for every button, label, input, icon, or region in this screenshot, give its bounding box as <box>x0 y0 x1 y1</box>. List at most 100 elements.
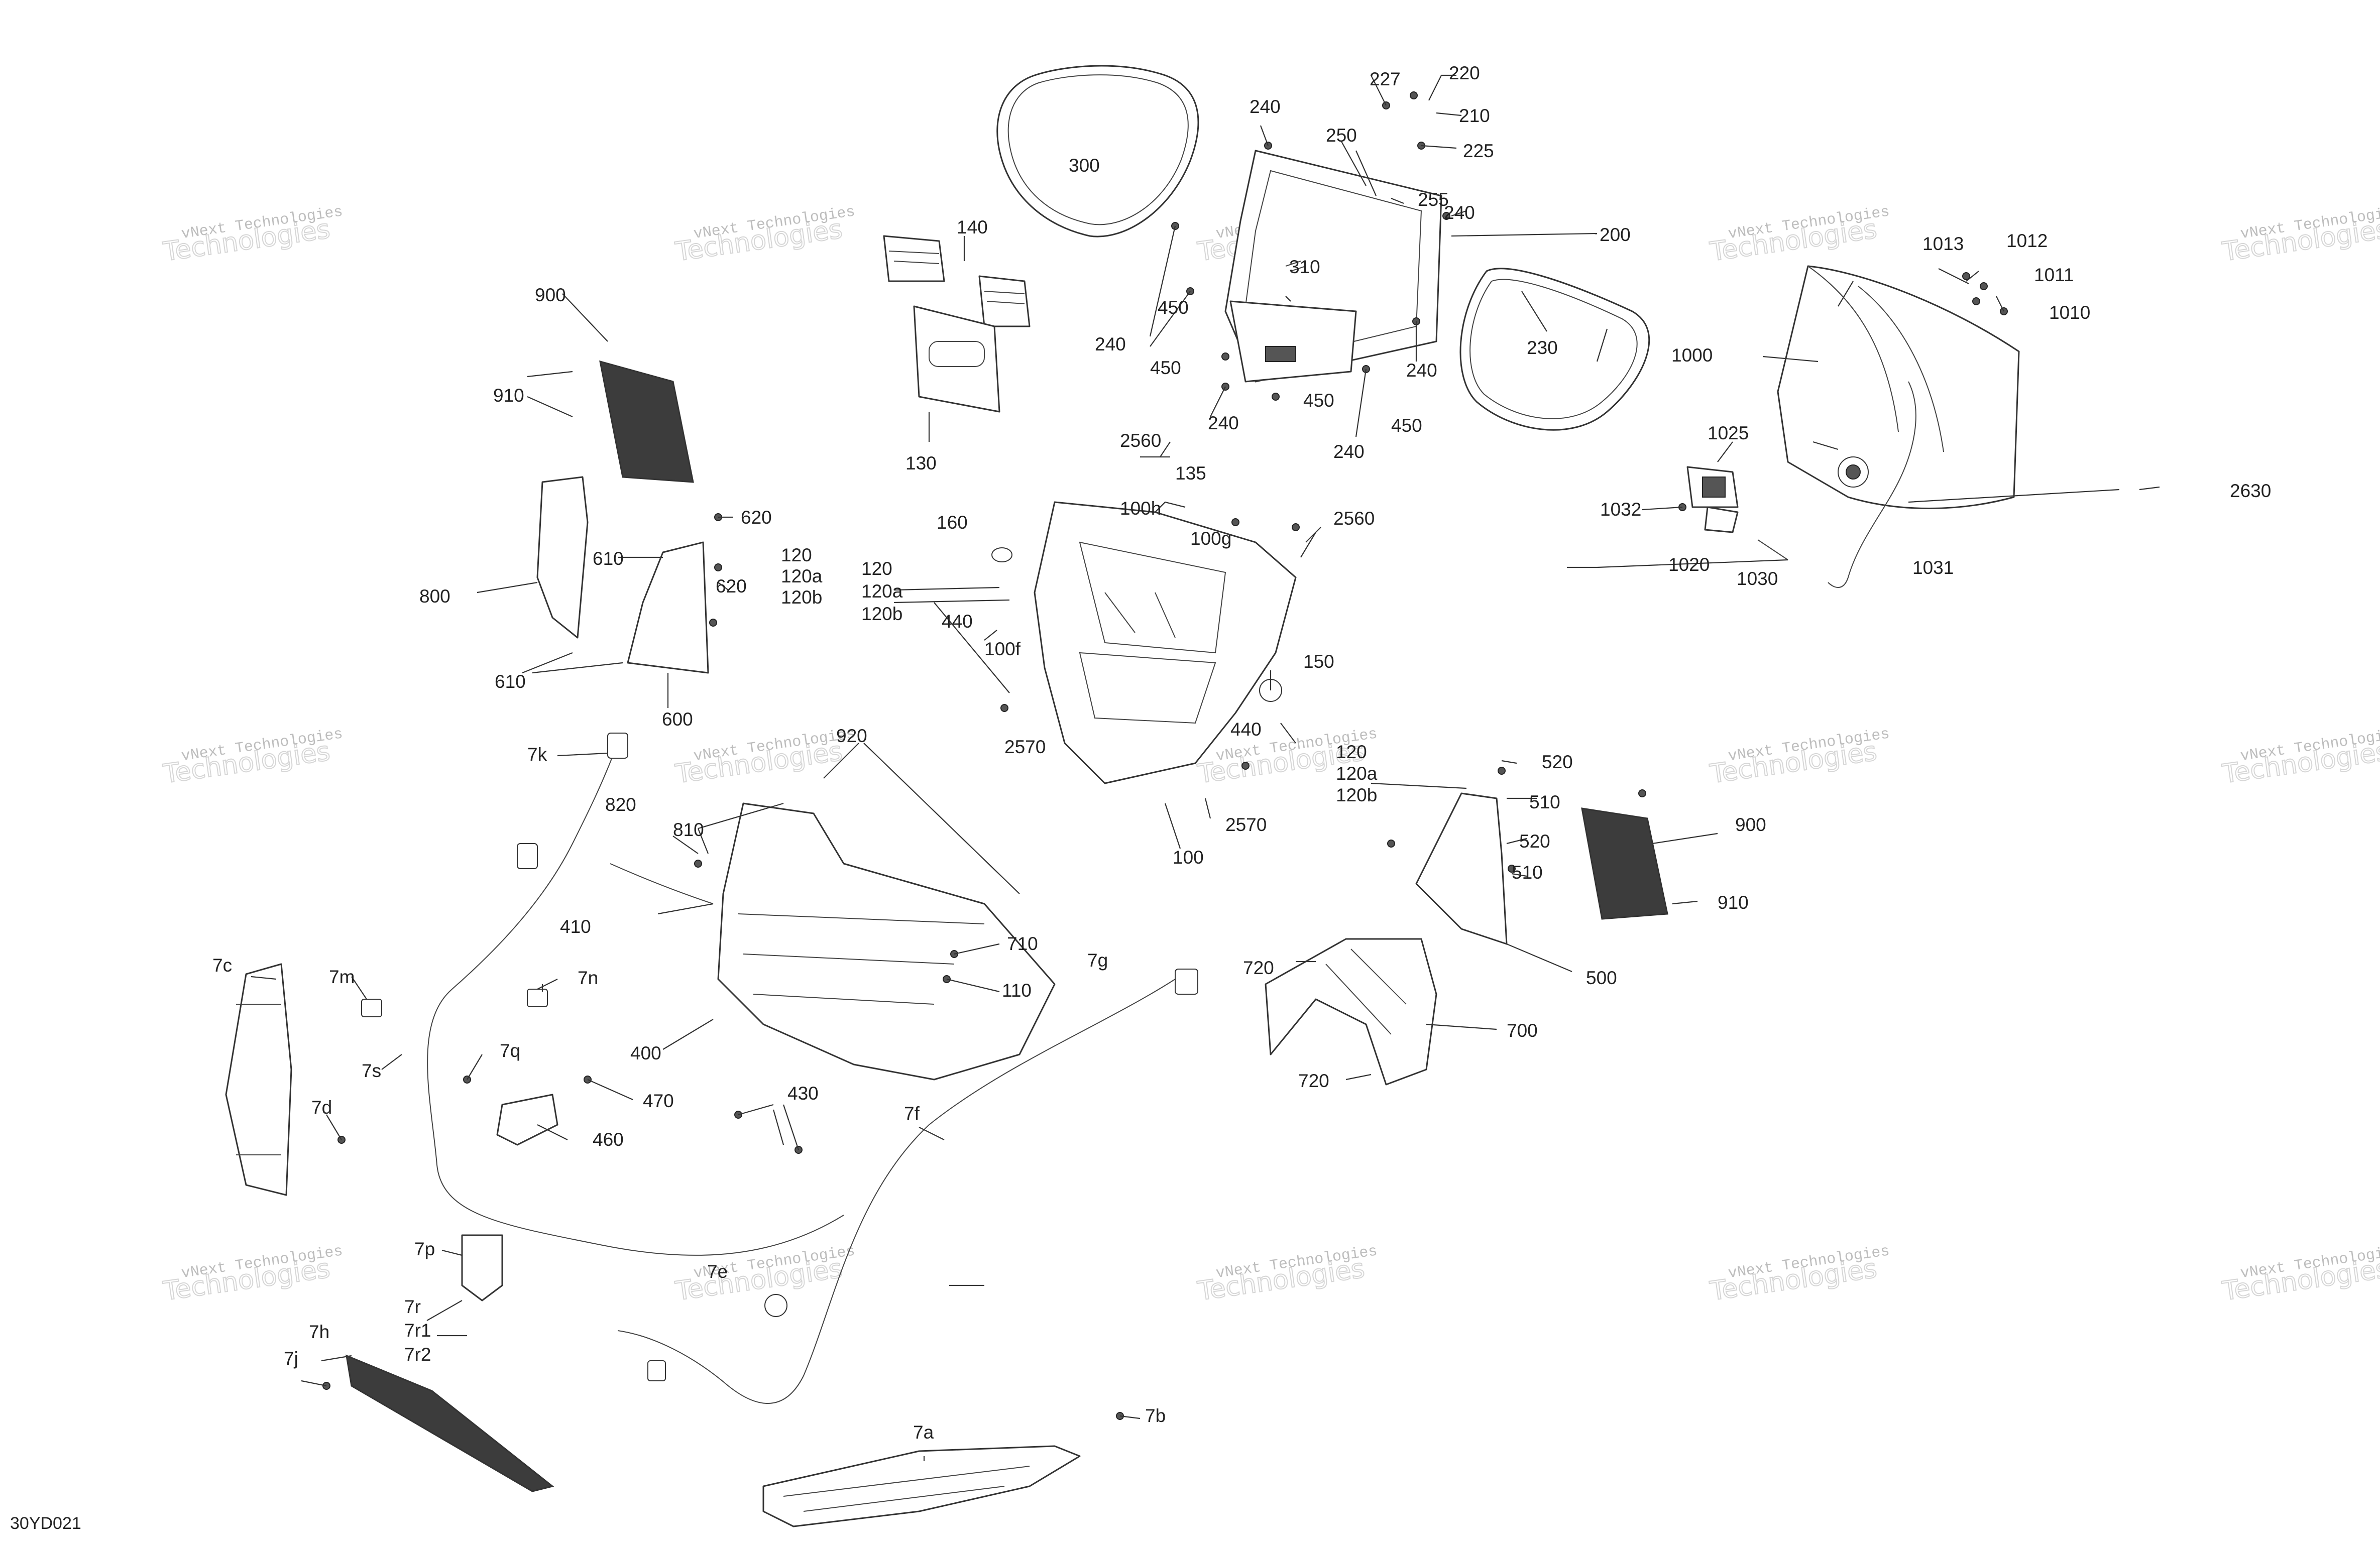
label-7a: 7a <box>913 1422 934 1443</box>
label-100: 100 <box>1173 847 1204 868</box>
label-820: 820 <box>605 794 636 815</box>
label-500: 500 <box>1586 968 1617 988</box>
label-240: 240 <box>1095 334 1126 354</box>
label-120a: 120a <box>781 566 823 586</box>
label-450: 450 <box>1150 358 1181 378</box>
watermark: Technologies vNext Technologies <box>673 203 856 268</box>
label-255: 255 <box>1418 189 1449 210</box>
label-7r: 7r <box>404 1296 421 1317</box>
label-720: 720 <box>1243 958 1274 978</box>
label-1000: 1000 <box>1671 345 1713 366</box>
bracket-130-illustration <box>913 305 1000 413</box>
label-110: 110 <box>1002 980 1032 1001</box>
label-400: 400 <box>630 1043 661 1063</box>
label-1010: 1010 <box>2049 302 2090 323</box>
label-2570: 2570 <box>1004 737 1046 757</box>
label-450: 450 <box>1391 415 1422 436</box>
trim-410-illustration <box>610 863 714 904</box>
watermark: Technologies vNext Technologies <box>2220 726 2380 790</box>
label-160: 160 <box>937 512 968 533</box>
label-120b: 120b <box>861 604 902 624</box>
label-7r2: 7r2 <box>404 1344 431 1365</box>
lights-140-illustration <box>883 235 1031 327</box>
seal-300-illustration <box>996 65 1199 238</box>
label-240: 240 <box>1250 96 1281 117</box>
label-7p: 7p <box>414 1239 435 1259</box>
lamp-7c-illustration <box>225 963 292 1196</box>
label-7h: 7h <box>309 1322 329 1342</box>
label-800: 800 <box>419 586 450 607</box>
hood-1000-illustration <box>1777 265 2020 509</box>
document-id: 30YD021 <box>10 1514 81 1533</box>
bracket-460-illustration <box>496 1094 558 1146</box>
label-450: 450 <box>1158 297 1189 318</box>
grommet-7e-illustration <box>764 1294 787 1317</box>
label-100h: 100h <box>1120 498 1161 519</box>
label-120: 120 <box>781 545 812 565</box>
label-600: 600 <box>662 709 693 730</box>
bracket-500-illustration <box>1415 792 1508 945</box>
mesh-900-left-illustration <box>599 360 694 483</box>
label-240: 240 <box>1406 360 1437 381</box>
harness-7k-illustration <box>427 733 844 1256</box>
label-710: 710 <box>1007 933 1038 954</box>
label-510: 510 <box>1529 792 1560 812</box>
label-250: 250 <box>1326 125 1357 146</box>
watermark: Technologies vNext Technologies <box>1195 1243 1379 1307</box>
label-7s: 7s <box>362 1060 381 1081</box>
label-210: 210 <box>1459 105 1490 126</box>
label-1030: 1030 <box>1737 568 1778 589</box>
label-7q: 7q <box>500 1040 520 1061</box>
watermark: Technologies vNext Technologies <box>673 1243 856 1307</box>
watermark: Technologies vNext Technologies <box>2220 1243 2380 1307</box>
label-620: 620 <box>716 576 747 597</box>
label-610: 610 <box>593 548 624 569</box>
watermark: Technologies vNext Technologies <box>2220 203 2380 268</box>
clip-7n-illustration <box>527 989 548 1007</box>
label-150: 150 <box>1303 651 1334 672</box>
part-labels: 220 227 210 225 240 250 255 240 200 300 … <box>212 63 2271 1443</box>
label-1025: 1025 <box>1708 423 1749 443</box>
label-7c: 7c <box>212 955 232 976</box>
label-7n: 7n <box>578 968 598 988</box>
watermark: Technologies vNext Technologies <box>1708 203 1891 268</box>
fascia-400-illustration <box>717 802 1056 1081</box>
label-1011: 1011 <box>2034 265 2074 285</box>
label-230: 230 <box>1527 337 1558 358</box>
watermark: Technologies vNext Technologies <box>1708 726 1891 790</box>
label-7g: 7g <box>1087 950 1108 971</box>
cap-160-illustration <box>991 547 1012 562</box>
label-720: 720 <box>1298 1071 1329 1091</box>
label-7m: 7m <box>329 967 355 987</box>
label-520: 520 <box>1519 831 1550 852</box>
label-2560: 2560 <box>1333 508 1375 529</box>
label-310: 310 <box>1289 257 1320 277</box>
label-1031: 1031 <box>1912 557 1954 578</box>
mesh-900-right-illustration <box>1581 807 1668 920</box>
body-100-illustration <box>1034 501 1297 784</box>
label-620: 620 <box>741 507 772 528</box>
label-1020: 1020 <box>1668 554 1710 575</box>
label-240: 240 <box>1444 202 1475 223</box>
label-100f: 100f <box>984 639 1021 659</box>
label-1032: 1032 <box>1600 499 1641 520</box>
label-7b: 7b <box>1145 1405 1166 1426</box>
rod-1030-illustration <box>1757 539 1788 560</box>
label-120: 120 <box>1336 742 1367 762</box>
label-120b: 120b <box>781 587 822 608</box>
watermark: Technologies vNext Technologies <box>1708 1243 1891 1307</box>
harness-7f-illustration <box>617 969 1198 1404</box>
latch-1025-illustration <box>1686 466 1739 533</box>
label-900-left: 900 <box>535 285 566 305</box>
label-610: 610 <box>495 671 526 692</box>
bracket-600-illustration <box>627 541 709 674</box>
label-2560: 2560 <box>1120 430 1161 451</box>
label-120a: 120a <box>861 581 903 602</box>
label-910-left: 910 <box>493 385 524 406</box>
label-140: 140 <box>957 217 988 238</box>
label-410: 410 <box>560 916 591 937</box>
label-240: 240 <box>1208 413 1239 433</box>
label-1013: 1013 <box>1922 233 1964 254</box>
duct-700-illustration <box>1265 938 1437 1086</box>
